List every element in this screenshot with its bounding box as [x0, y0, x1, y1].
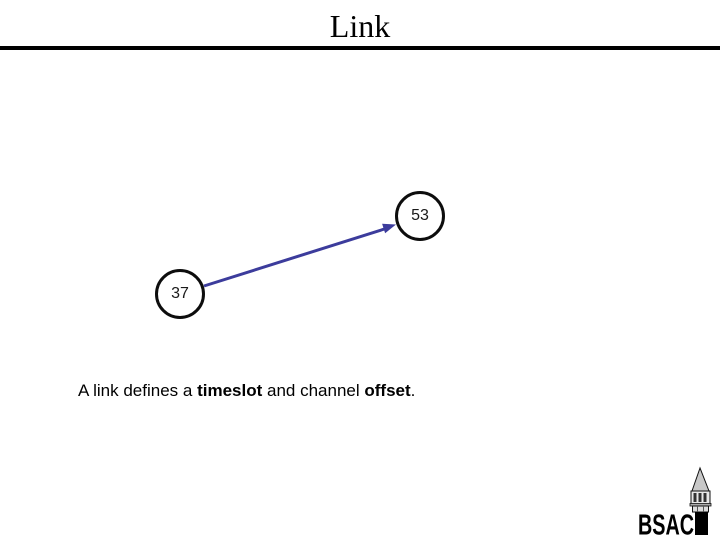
title-divider: [0, 46, 720, 50]
node-37: 37: [155, 269, 205, 319]
arrowhead-icon: [382, 223, 396, 234]
logo-text: BSAC: [638, 510, 694, 538]
caption-text-1: A link defines a: [78, 381, 198, 400]
keyword-offset: offset: [364, 381, 411, 400]
page-title: Link: [329, 8, 391, 44]
node-53-label: 53: [411, 207, 429, 224]
keyword-timeslot: timeslot: [197, 381, 263, 400]
caption: A link defines a timeslot and channel of…: [78, 380, 415, 401]
node-37-label: 37: [171, 285, 189, 302]
bsac-logo: BSAC: [630, 459, 718, 540]
caption-text-3: .: [410, 381, 416, 400]
link-line: [203, 227, 387, 288]
caption-text-2: and channel: [262, 381, 365, 400]
node-53: 53: [395, 191, 445, 241]
campanile-tower-icon: [689, 466, 712, 535]
